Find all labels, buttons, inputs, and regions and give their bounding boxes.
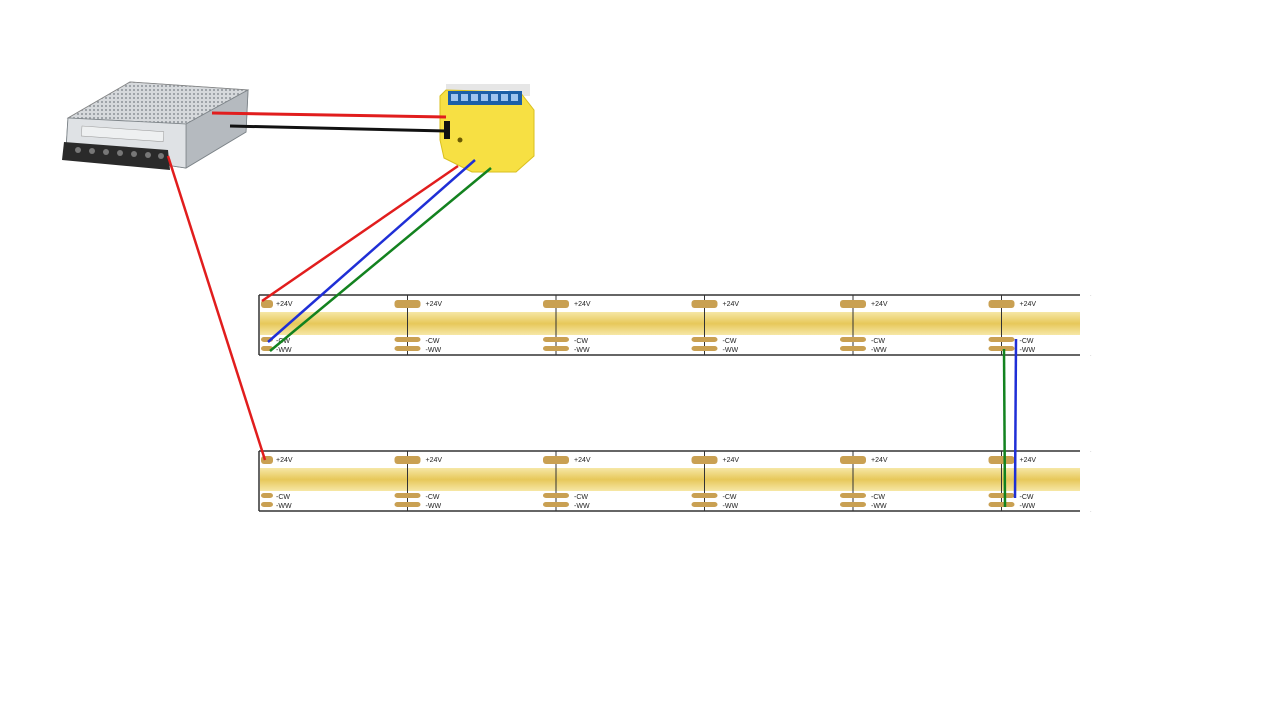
pad-label-plus: +24V <box>426 457 443 464</box>
pad-label-ww: -WW <box>426 503 442 510</box>
pad-plus <box>691 300 718 308</box>
pad-label-plus: +24V <box>276 301 293 308</box>
pad-plus <box>988 300 1015 308</box>
pad-label-cw: -CW <box>871 338 885 345</box>
pad-label-cw: -CW <box>426 494 440 501</box>
pad-label-plus: +24V <box>871 301 888 308</box>
pad-cw <box>988 493 1015 498</box>
wire-psu-positive-to-controller <box>211 111 447 119</box>
pad-plus <box>840 456 866 464</box>
pad-label-plus: +24V <box>723 457 740 464</box>
pad-plus <box>543 456 569 464</box>
pad-label-plus: +24V <box>574 301 591 308</box>
pad-plus <box>394 300 421 308</box>
pad-label-plus: +24V <box>426 301 443 308</box>
pad-label-cw: -CW <box>1020 338 1034 345</box>
pad-label-plus: +24V <box>723 301 740 308</box>
led-strip-bottom: · · +24V -CW -WW +24V -CW -WW +24V -CW -WW +24V -C… <box>258 449 1092 515</box>
pad-label-ww: -WW <box>276 503 292 510</box>
pad-cw <box>691 493 718 498</box>
terminal-block <box>62 142 170 170</box>
pad-label-cw: -CW <box>426 338 440 345</box>
pad-label-ww: -WW <box>1020 503 1036 510</box>
wire-strip-ww-bridge <box>1002 348 1007 508</box>
led-controller-icon <box>435 84 539 174</box>
strip-segments: +24V -CW -WW +24V -CW -WW +24V -CW -WW +24V -CW -WW… <box>261 295 1036 355</box>
pad-ww <box>840 346 866 351</box>
pad-label-ww: -WW <box>426 347 442 354</box>
pad-ww <box>988 502 1015 507</box>
pad-cw <box>988 337 1015 342</box>
pad-label-plus: +24V <box>871 457 888 464</box>
pad-ww <box>543 346 569 351</box>
pad-ww <box>988 346 1015 351</box>
pad-label-ww: -WW <box>871 347 887 354</box>
svg-text:·: · <box>1090 449 1092 455</box>
pad-cw <box>261 493 273 498</box>
pad-label-plus: +24V <box>1020 301 1037 308</box>
pad-cw <box>691 337 718 342</box>
pad-label-ww: -WW <box>723 347 739 354</box>
led-strip-top: · · +24V -CW -WW +24V -CW -WW +24V -CW -WW +24V -C… <box>258 293 1092 359</box>
wire-strip-cw-bridge <box>1013 338 1018 499</box>
pad-ww <box>394 502 421 507</box>
pad-cw <box>394 337 421 342</box>
pad-label-cw: -CW <box>1020 494 1034 501</box>
pad-label-cw: -CW <box>276 494 290 501</box>
pad-label-cw: -CW <box>871 494 885 501</box>
wire-psu-negative-to-controller <box>229 124 447 133</box>
pad-plus <box>691 456 718 464</box>
wire-controller-positive-to-strip-top <box>261 164 459 303</box>
pad-label-plus: +24V <box>1020 457 1037 464</box>
pad-label-cw: -CW <box>723 338 737 345</box>
pad-label-ww: -WW <box>574 503 590 510</box>
pad-ww <box>261 502 273 507</box>
pad-label-ww: -WW <box>723 503 739 510</box>
pad-plus <box>394 456 421 464</box>
pad-plus <box>988 456 1015 464</box>
svg-text:·: · <box>1090 293 1092 299</box>
wire-psu-positive-to-strip-bottom <box>166 155 267 461</box>
pad-label-plus: +24V <box>276 457 293 464</box>
wire-controller-cw-to-strip-top <box>267 159 476 343</box>
pad-label-ww: -WW <box>276 347 292 354</box>
pad-cw <box>394 493 421 498</box>
pad-plus <box>840 300 866 308</box>
pad-cw <box>840 337 866 342</box>
controller-input-terminal <box>444 121 450 139</box>
power-supply-icon <box>62 81 250 170</box>
pad-ww <box>543 502 569 507</box>
pad-label-ww: -WW <box>574 347 590 354</box>
pad-cw <box>840 493 866 498</box>
pad-label-cw: -CW <box>574 338 588 345</box>
pad-ww <box>691 502 718 507</box>
pad-plus <box>543 300 569 308</box>
svg-text:·: · <box>1090 353 1092 359</box>
pad-ww <box>840 502 866 507</box>
pad-label-ww: -WW <box>871 503 887 510</box>
wire-controller-ww-to-strip-top <box>269 167 492 352</box>
svg-text:·: · <box>1090 509 1092 515</box>
pad-label-cw: -CW <box>574 494 588 501</box>
pad-label-ww: -WW <box>1020 347 1036 354</box>
pad-label-cw: -CW <box>723 494 737 501</box>
pad-ww <box>394 346 421 351</box>
pad-plus <box>261 300 273 308</box>
strip-segments: +24V -CW -WW +24V -CW -WW +24V -CW -WW +24V -CW -WW… <box>261 451 1036 511</box>
wires <box>166 111 1018 508</box>
pad-cw <box>543 337 569 342</box>
pad-cw <box>543 493 569 498</box>
pad-label-plus: +24V <box>574 457 591 464</box>
pad-ww <box>691 346 718 351</box>
